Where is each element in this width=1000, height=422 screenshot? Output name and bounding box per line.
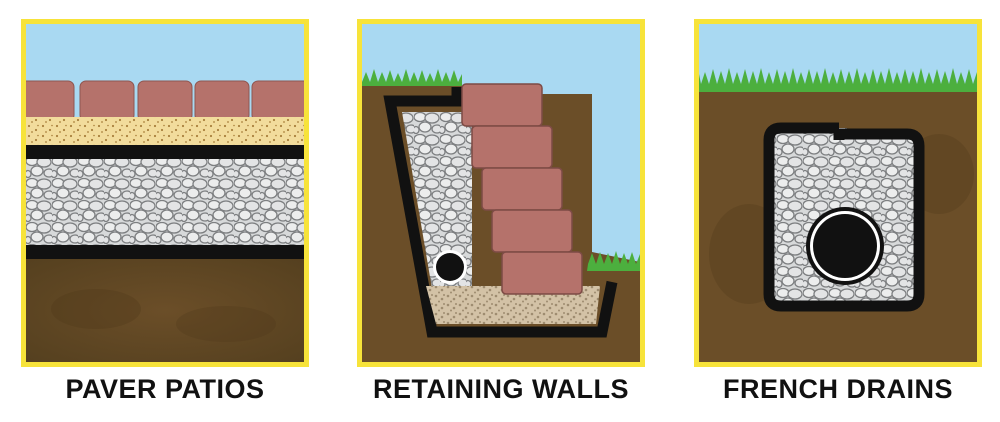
soil (26, 259, 304, 362)
grass (699, 68, 977, 92)
caption-french-drains: FRENCH DRAINS (722, 374, 953, 404)
fabric-liner (763, 122, 925, 312)
paver-patios-panel (21, 19, 309, 367)
retaining-wall-cross-section (362, 24, 640, 362)
caption-paver-patios: PAVER PATIOS (65, 374, 265, 404)
paver-bricks (26, 80, 304, 122)
sand-bedding-layer (26, 117, 304, 147)
drain-pipe (436, 253, 464, 281)
french-drain-cross-section (699, 24, 977, 362)
retaining-wall-blocks (461, 83, 583, 295)
fabric-liner (383, 87, 618, 338)
drain-pipe (813, 214, 877, 278)
fabric-liner-bottom (26, 245, 304, 259)
grass-upper (362, 69, 462, 86)
paver-patio-cross-section (26, 24, 304, 362)
caption-retaining-walls: RETAINING WALLS (373, 374, 629, 404)
compacted-base (426, 286, 600, 324)
retaining-walls-panel (357, 19, 645, 367)
gravel-base-layer (26, 159, 304, 245)
grass-lower (587, 251, 640, 271)
fabric-liner-top (26, 145, 304, 159)
french-drains-panel (694, 19, 982, 367)
